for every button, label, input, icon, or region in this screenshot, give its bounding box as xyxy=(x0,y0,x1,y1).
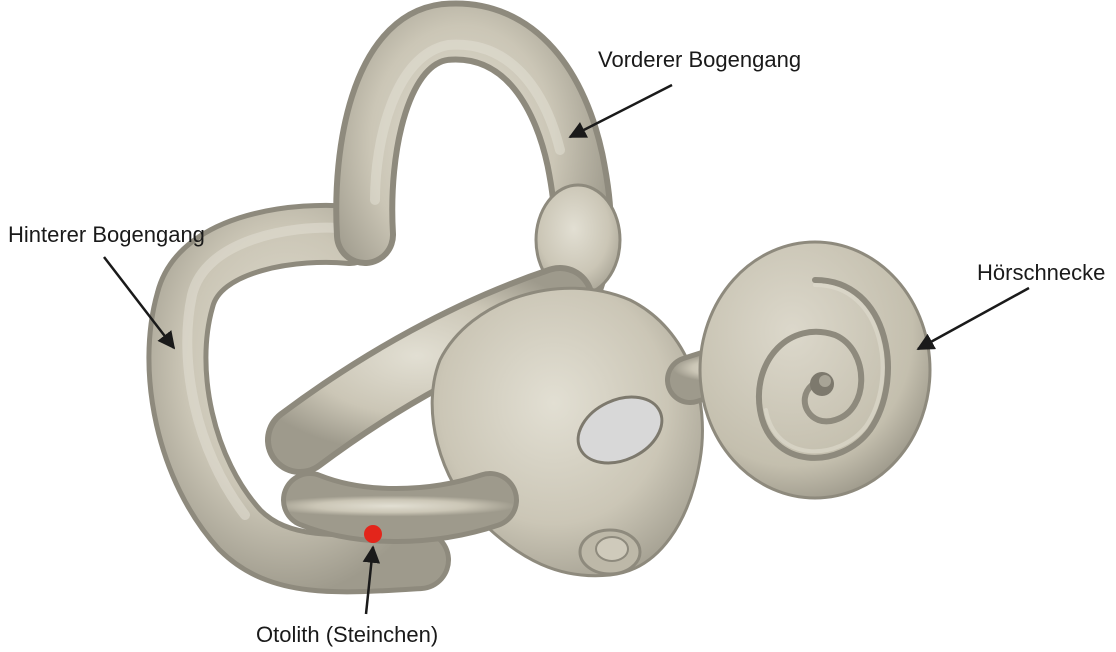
arrow-cochlea xyxy=(918,288,1029,349)
label-posterior-canal: Hinterer Bogengang xyxy=(8,224,205,246)
otolith-dot xyxy=(364,525,382,543)
inner-ear-illustration xyxy=(177,31,930,575)
label-anterior-canal: Vorderer Bogengang xyxy=(598,49,801,71)
label-cochlea: Hörschnecke xyxy=(977,262,1105,284)
cochlea xyxy=(700,242,930,498)
label-otolith: Otolith (Steinchen) xyxy=(256,624,438,646)
